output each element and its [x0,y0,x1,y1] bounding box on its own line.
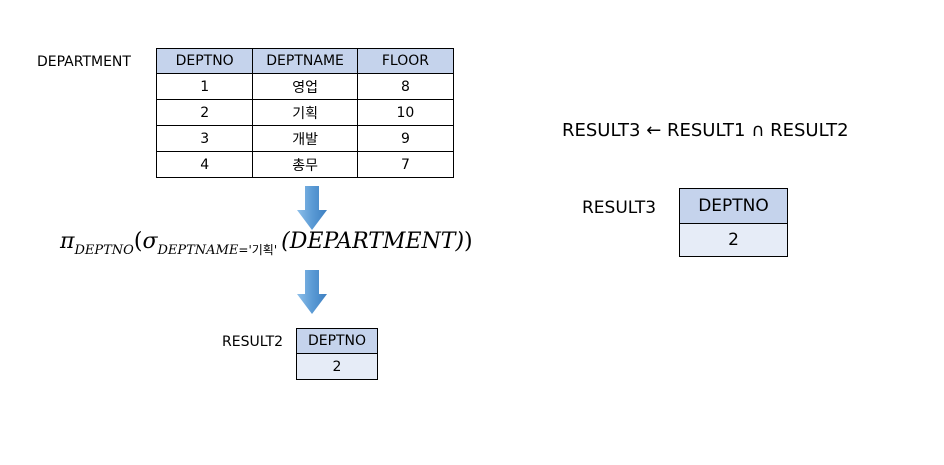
result2-table: DEPTNO 2 [296,328,378,380]
down-arrow-icon [297,186,327,230]
table-row: 2 [296,353,378,380]
table-row: 3 개발 9 [155,125,455,152]
cell-deptno: 2 [296,353,378,380]
table-row: 4 총무 7 [155,151,455,178]
cell-floor: 9 [356,125,455,152]
selection-value: '기획' [248,243,278,257]
result3-header-row: DEPTNO [679,188,788,224]
cell-floor: 10 [356,99,455,126]
cell-deptno: 4 [155,151,254,178]
cell-deptname: 기획 [252,99,358,126]
cell-deptno: 2 [679,223,788,257]
projection-subscript: DEPTNO [74,243,134,258]
relation-name: (DEPARTMENT) [281,229,465,254]
result2-header-row: DEPTNO [296,328,378,354]
column-header-deptno: DEPTNO [296,328,378,354]
projection-symbol: π [60,229,75,254]
cell-deptno: 1 [155,73,254,100]
cell-deptno: 2 [155,99,254,126]
cell-deptname: 총무 [252,151,358,178]
selection-symbol: σ [142,229,158,254]
cell-floor: 8 [356,73,455,100]
selection-subscript: DEPTNAME [157,243,239,258]
close-paren: ) [464,229,473,254]
relational-algebra-expression: πDEPTNO(σDEPTNAME='기획'(DEPARTMENT)) [60,229,473,258]
cell-deptname: 영업 [252,73,358,100]
column-header-deptno: DEPTNO [679,188,788,224]
cell-deptno: 3 [155,125,254,152]
cell-deptname: 개발 [252,125,358,152]
down-arrow-icon [297,270,327,314]
column-header-floor: FLOOR [356,48,455,74]
selection-equals: = [238,243,249,257]
column-header-deptname: DEPTNAME [252,48,358,74]
column-header-deptno: DEPTNO [155,48,254,74]
department-header-row: DEPTNO DEPTNAME FLOOR [155,48,455,74]
table-row: 2 [679,223,788,257]
result3-label: RESULT3 [582,198,657,218]
department-table: DEPTNO DEPTNAME FLOOR 1 영업 8 2 기획 10 3 개… [155,48,455,178]
cell-floor: 7 [356,151,455,178]
open-paren: ( [133,229,143,254]
table-row: 2 기획 10 [155,99,455,126]
result3-formula: RESULT3 ← RESULT1 ∩ RESULT2 [562,120,849,141]
department-label: DEPARTMENT [37,54,131,70]
result3-table: DEPTNO 2 [679,188,788,257]
result2-label: RESULT2 [222,334,284,350]
table-row: 1 영업 8 [155,73,455,100]
